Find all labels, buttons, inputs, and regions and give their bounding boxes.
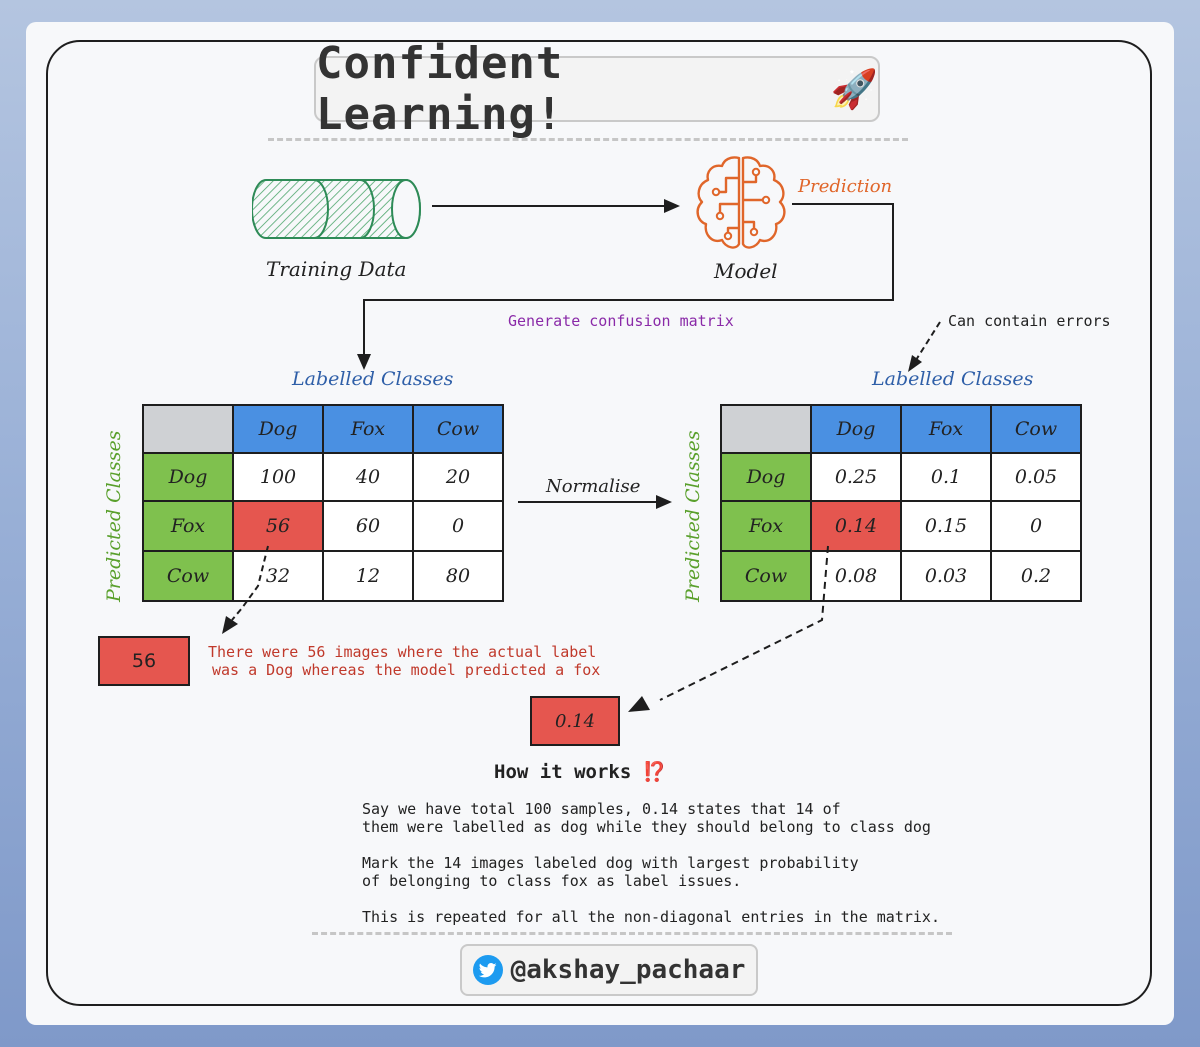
matrix-cell: 60 — [322, 500, 414, 552]
matrix-cell: 0.2 — [990, 550, 1082, 602]
col-header-cow: Cow — [990, 404, 1082, 454]
brain-icon — [696, 156, 786, 249]
matrix-corner — [720, 404, 812, 454]
how-line-3: Mark the 14 images labeled dog with larg… — [362, 854, 859, 872]
normalise-arrow — [518, 495, 672, 509]
matrix-cell: 80 — [412, 550, 504, 602]
arrow-to-model — [432, 199, 680, 213]
count-callout-text-1: There were 56 images where the actual la… — [208, 643, 597, 661]
labelled-classes-left: Labelled Classes — [292, 368, 454, 390]
predicted-classes-left: Predicted Classes — [103, 430, 125, 602]
count-callout-arrow — [222, 545, 269, 634]
page-title: Confident Learning! — [316, 38, 564, 140]
diagram-frame — [46, 40, 1152, 1006]
matrix-cell-highlight: 0.14 — [810, 500, 902, 552]
matrix-cell: 12 — [322, 550, 414, 602]
how-line-2: them were labelled as dog while they sho… — [362, 818, 931, 836]
labelled-classes-right: Labelled Classes — [872, 368, 1034, 390]
col-header-dog: Dog — [810, 404, 902, 454]
matrix-cell: 0.03 — [900, 550, 992, 602]
prediction-flow-arrow — [357, 203, 894, 370]
matrix-cell: 0 — [990, 500, 1082, 552]
row-header-dog: Dog — [720, 452, 812, 502]
how-line-5: This is repeated for all the non-diagona… — [362, 908, 940, 926]
row-header-dog: Dog — [142, 452, 234, 502]
interrobang-icon: ⁉️ — [642, 761, 667, 783]
row-header-cow: Cow — [720, 550, 812, 602]
how-line-1: Say we have total 100 samples, 0.14 stat… — [362, 800, 841, 818]
col-header-fox: Fox — [322, 404, 414, 454]
confusion-matrix-label: Generate confusion matrix — [508, 312, 734, 330]
rocket-icon: 🚀 — [830, 66, 878, 111]
twitter-icon — [472, 955, 503, 985]
col-header-fox: Fox — [900, 404, 992, 454]
matrix-cell: 100 — [232, 452, 324, 502]
errors-label: Can contain errors — [948, 312, 1111, 330]
prediction-label: Prediction — [798, 176, 893, 197]
matrix-cell: 32 — [232, 550, 324, 602]
count-callout-box: 56 — [98, 636, 190, 686]
training-data-icon — [252, 179, 421, 239]
how-line-4: of belonging to class fox as label issue… — [362, 872, 742, 890]
row-header-cow: Cow — [142, 550, 234, 602]
matrix-cell: 0.1 — [900, 452, 992, 502]
col-header-cow: Cow — [412, 404, 504, 454]
how-it-works-heading: How it works ⁉️ — [494, 760, 666, 783]
footer-divider — [312, 932, 952, 935]
title-divider — [268, 138, 908, 141]
how-it-works-title: How it works — [494, 761, 632, 783]
count-callout-text-2: was a Dog whereas the model predicted a … — [212, 661, 601, 679]
matrix-cell: 0 — [412, 500, 504, 552]
normalise-label: Normalise — [546, 476, 641, 497]
twitter-handle-text: @akshay_pachaar — [510, 955, 746, 985]
matrix-cell: 0.05 — [990, 452, 1082, 502]
training-data-label: Training Data — [266, 257, 407, 281]
twitter-handle-badge[interactable]: @akshay_pachaar — [460, 944, 758, 996]
col-header-dog: Dog — [232, 404, 324, 454]
norm-callout-arrow — [628, 545, 829, 712]
model-label: Model — [714, 259, 778, 283]
title-box: Confident Learning! 🚀 — [314, 38, 880, 140]
errors-arrow — [908, 321, 941, 372]
norm-callout-box: 0.14 — [530, 696, 620, 746]
matrix-cell: 40 — [322, 452, 414, 502]
matrix-cell: 20 — [412, 452, 504, 502]
matrix-cell: 0.25 — [810, 452, 902, 502]
matrix-cell: 0.15 — [900, 500, 992, 552]
matrix-corner — [142, 404, 234, 454]
